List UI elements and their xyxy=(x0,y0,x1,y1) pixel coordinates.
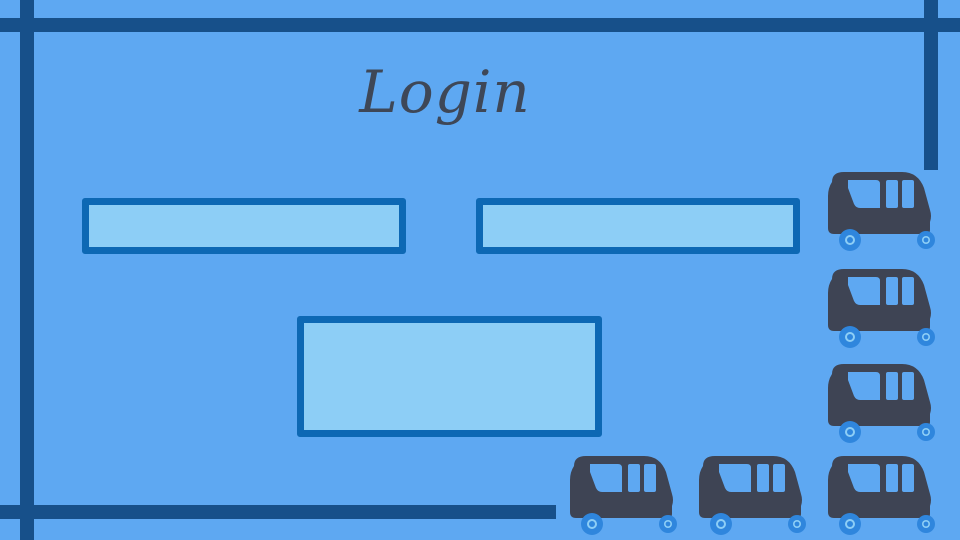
frame-line-right xyxy=(924,0,938,170)
login-button[interactable] xyxy=(297,316,602,437)
auto-rickshaw-icon xyxy=(693,452,809,538)
frame-line-top xyxy=(0,18,960,32)
frame-line-left xyxy=(20,0,34,540)
auto-rickshaw-icon xyxy=(822,168,938,254)
auto-rickshaw-icon xyxy=(822,360,938,446)
password-field[interactable] xyxy=(476,198,800,254)
auto-rickshaw-icon xyxy=(822,452,938,538)
frame-line-bottom xyxy=(0,505,556,519)
auto-rickshaw-icon xyxy=(822,265,938,351)
auto-rickshaw-icon xyxy=(564,452,680,538)
username-field[interactable] xyxy=(82,198,406,254)
page-title: Login xyxy=(359,58,531,126)
